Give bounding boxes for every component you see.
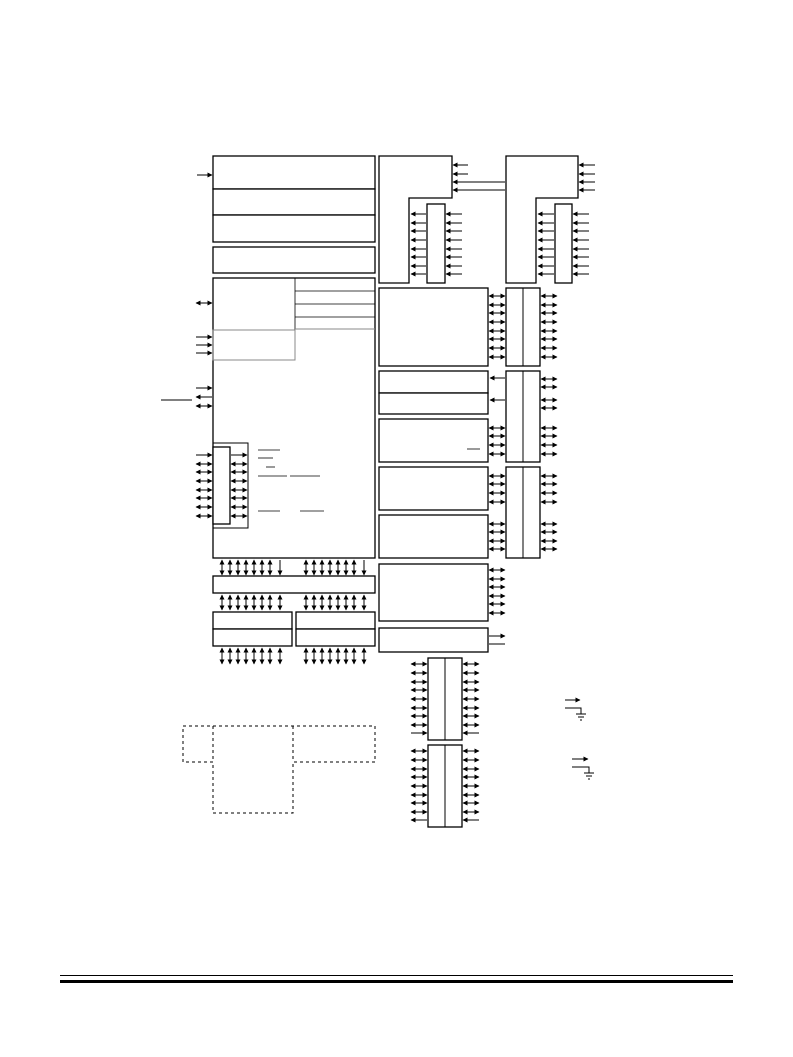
- module-right-inputs: [578, 162, 595, 193]
- port-block-right-lower: [295, 628, 376, 647]
- port-block-left-upper: [212, 611, 293, 630]
- middle-block-7-arrows: [489, 633, 506, 645]
- middle-block-2-arrows: [489, 375, 505, 403]
- right-port-arrows-1: [540, 293, 558, 360]
- ground-icon: [565, 697, 586, 721]
- middle-block-5: [378, 514, 489, 559]
- middle-block-2b: [378, 392, 489, 415]
- module-left-port-arrows: [410, 211, 462, 277]
- middle-block-1: [378, 287, 489, 367]
- bottom-port-arrows-1: [410, 661, 480, 736]
- port-block-right-upper: [295, 611, 376, 630]
- core-port-arrows-right: [230, 452, 248, 519]
- module-l-block-left: [378, 155, 453, 284]
- dashed-legend-box: [182, 725, 376, 814]
- middle-block-6-arrows: [488, 567, 506, 616]
- middle-block-1-arrows: [488, 293, 506, 360]
- core-port-block: [212, 446, 231, 525]
- module-left-inputs: [452, 162, 505, 193]
- footer-rule-thick: [60, 980, 733, 983]
- core-port-outline: [213, 442, 249, 529]
- bus-arrows-upper: [219, 559, 367, 576]
- right-port-arrows-3: [540, 473, 558, 552]
- middle-block-4: [378, 466, 489, 511]
- footer-rule-thin: [60, 975, 733, 976]
- bottom-port-arrows-2: [410, 748, 480, 823]
- middle-block-6: [378, 563, 489, 622]
- module-l-block-right: [505, 155, 579, 284]
- middle-block-5-arrows: [488, 521, 506, 552]
- middle-block-4-arrows: [488, 473, 506, 505]
- right-port-arrows-2: [540, 376, 558, 457]
- left-top-block-2: [212, 188, 376, 216]
- bus-buffer-block: [212, 575, 376, 594]
- module-l-block-left-port: [426, 203, 446, 284]
- bus-arrows-lower: [219, 647, 367, 665]
- core-port-arrows-left: [195, 452, 213, 519]
- main-core-block: [212, 277, 376, 559]
- bus-arrows-middle: [219, 594, 367, 611]
- module-l-block-right-port: [554, 203, 573, 284]
- middle-block-2a: [378, 370, 489, 394]
- middle-block-3-arrows: [488, 425, 506, 457]
- left-top-block-3: [212, 214, 376, 243]
- core-overbar-marks: [258, 449, 324, 512]
- ground-icon: [572, 756, 594, 780]
- port-block-left-lower: [212, 628, 293, 647]
- middle-block-3: [378, 418, 489, 463]
- module-right-port-arrows: [537, 211, 589, 277]
- middle-block-7: [378, 627, 489, 653]
- left-top-block-1: [212, 155, 376, 190]
- core-subblock-lower: [212, 329, 296, 361]
- left-block-4: [212, 246, 376, 274]
